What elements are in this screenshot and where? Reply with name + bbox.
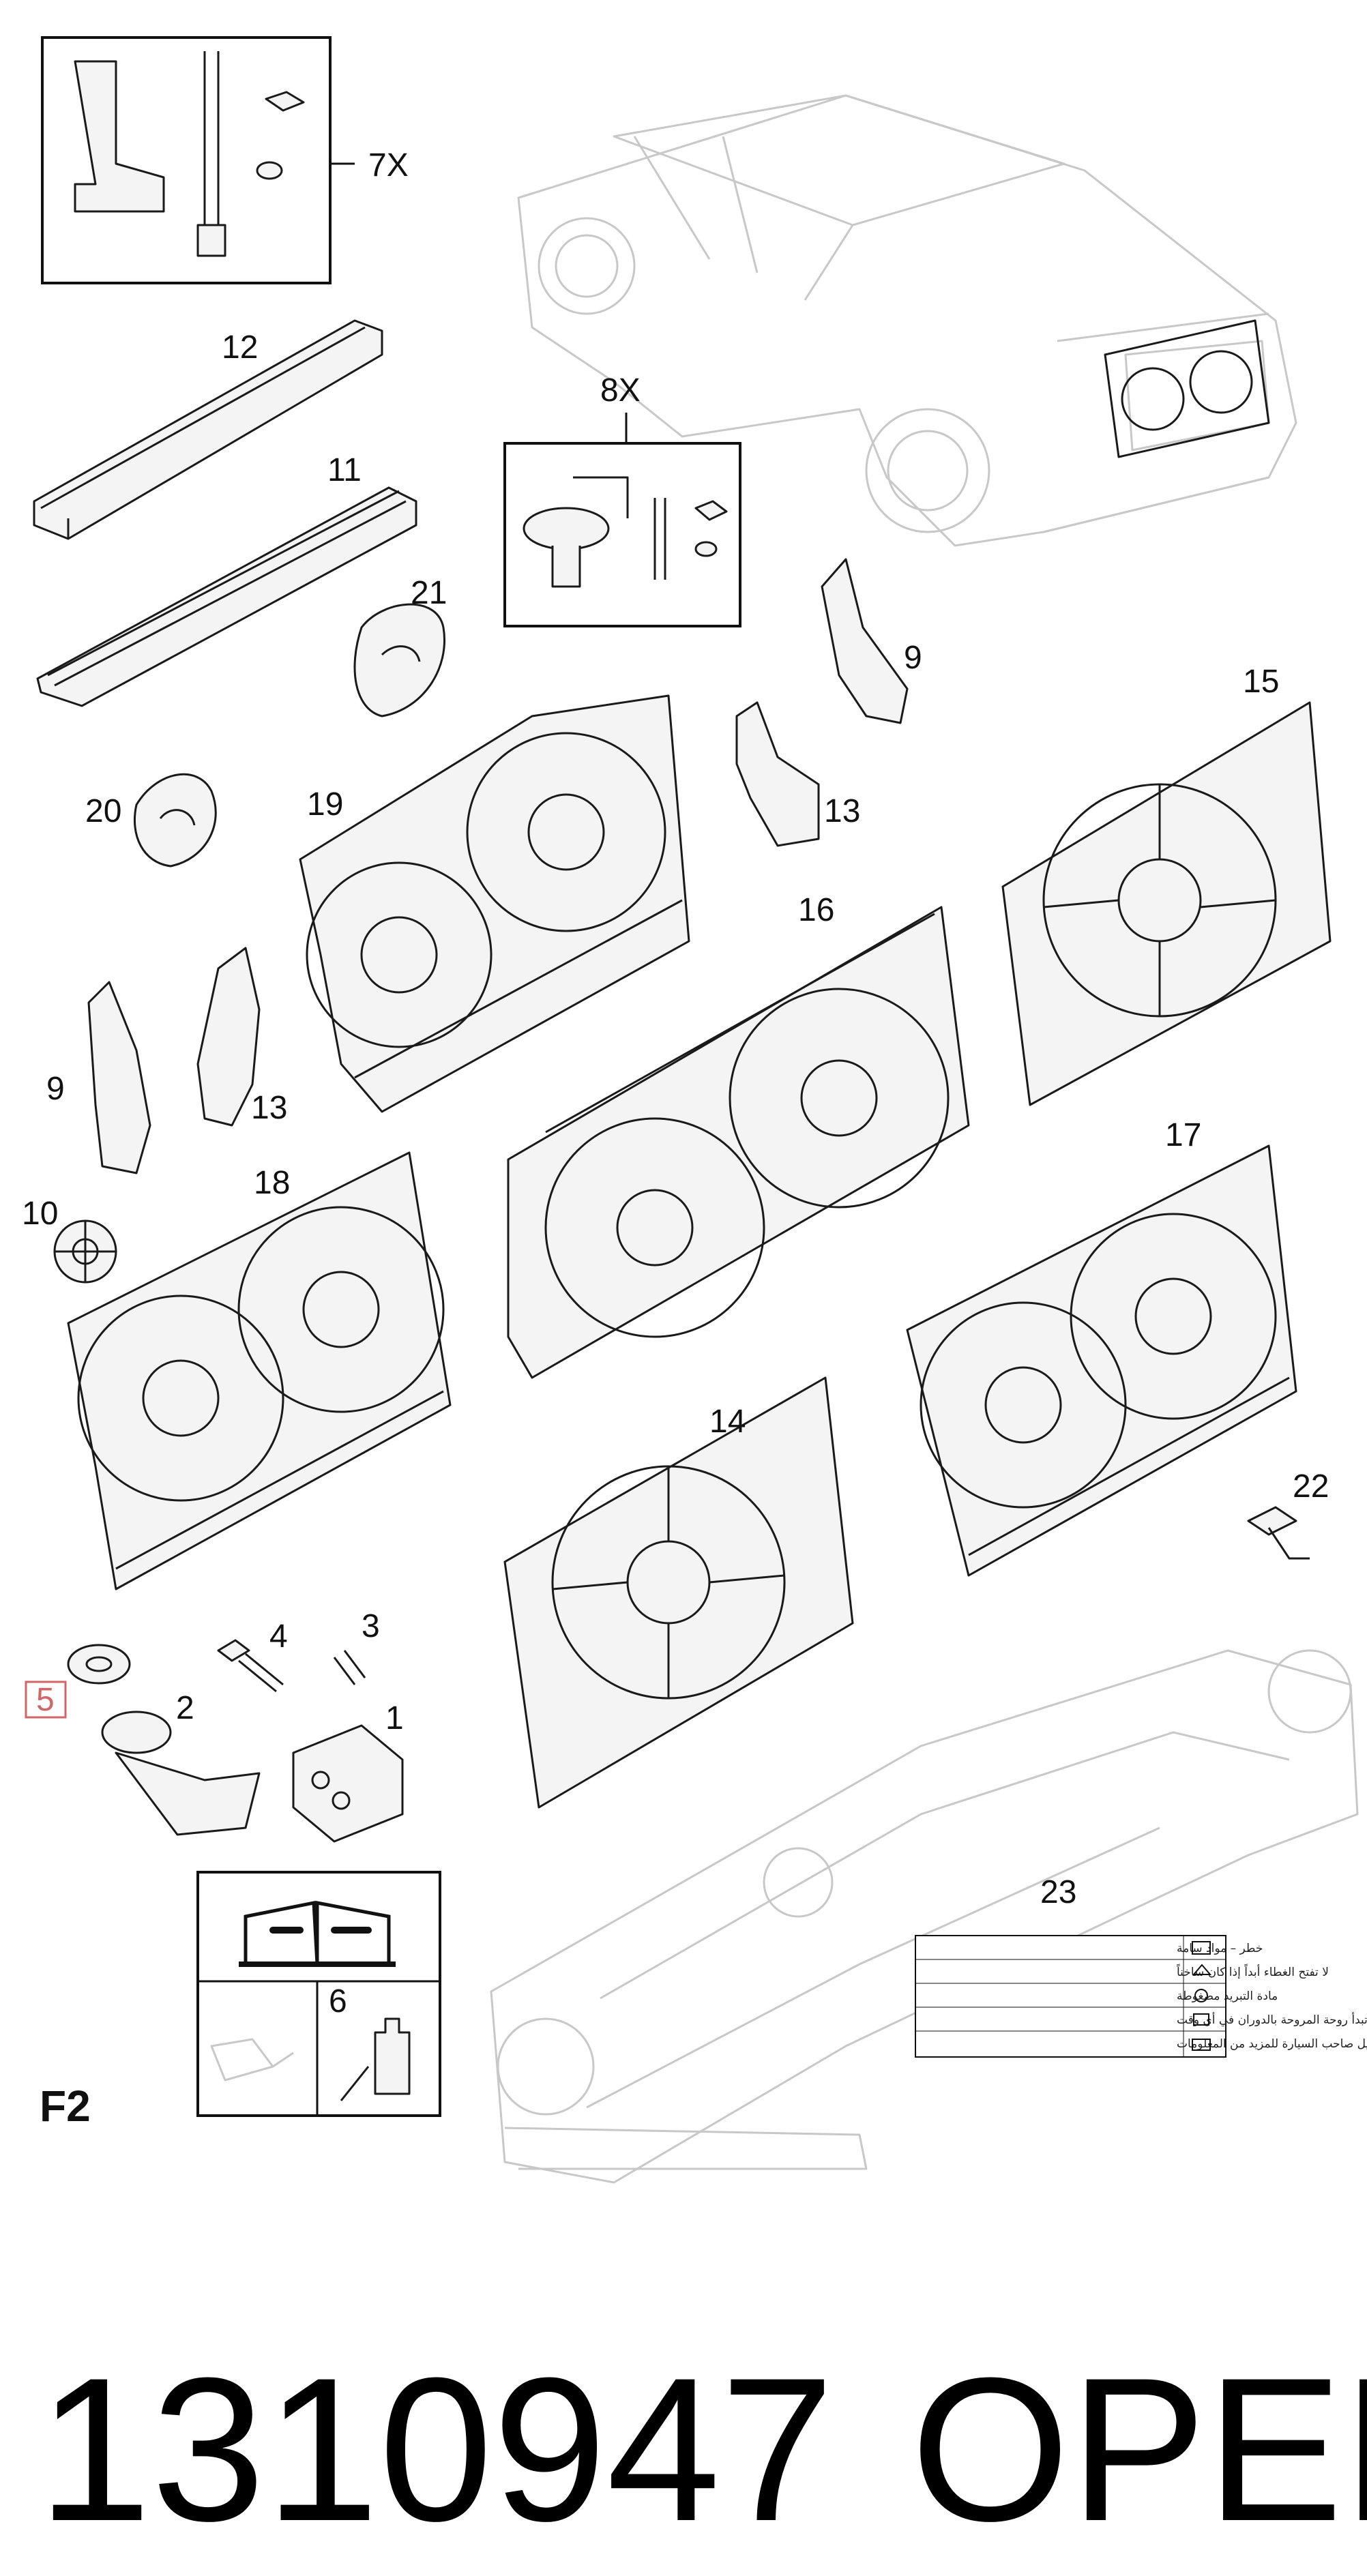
fan-shroud-15 [1001, 701, 1332, 1106]
section-code: F2 [40, 2082, 91, 2131]
air-deflector-13-left [196, 947, 261, 1127]
connector-1 [292, 1724, 404, 1843]
warning-line-4: يمكن أن تبدأ روحة المروحة بالدوران في أي… [1177, 2012, 1367, 2027]
label-22: 22 [1293, 1468, 1329, 1505]
subframe-outline [490, 1649, 1359, 2184]
label-9-left: 9 [46, 1071, 65, 1107]
warning-label-icons [1192, 1941, 1212, 2051]
fan-shroud-14 [503, 1376, 854, 1809]
label-12: 12 [222, 329, 258, 366]
air-guide-strip-upper [33, 319, 383, 540]
air-guide-strip-lower [36, 486, 417, 707]
warning-line-1: خطر – مواد سامة [1177, 1942, 1263, 1955]
warning-line-3: مادة التبريد مضغوطة [1177, 1989, 1278, 2003]
workshop-manual-icon [239, 1900, 396, 1967]
label-20: 20 [85, 793, 121, 829]
oil-can-icon [210, 2038, 294, 2082]
warning-line-2: لا تفتح الغطاء أبداً إذا كان ساخناً [1176, 1963, 1329, 1979]
label-7x: 7X [368, 147, 409, 183]
fan-shroud-17 [906, 1144, 1297, 1577]
label-14: 14 [709, 1404, 746, 1440]
fan-shroud-16 [507, 906, 970, 1379]
label-23: 23 [1040, 1874, 1076, 1910]
fan-shroud-19 [299, 694, 690, 1113]
bolt-4 [217, 1639, 284, 1693]
fastener-kit-8x [503, 442, 741, 627]
label-5: 5 [36, 1682, 55, 1718]
coolant-warning-label: خطر – مواد سامة لا تفتح الغطاء أبداً إذا… [915, 1935, 1367, 2058]
label-16: 16 [798, 892, 834, 928]
motor-bracket-21 [353, 603, 445, 717]
radiator-fan-location-highlight [1104, 319, 1270, 458]
label-8x: 8X [600, 372, 641, 409]
stud-3 [333, 1650, 366, 1685]
label-17: 17 [1165, 1117, 1201, 1153]
screw-22 [1247, 1506, 1310, 1560]
label-13-left: 13 [251, 1090, 287, 1126]
label-21: 21 [411, 575, 447, 611]
fan-shroud-18 [67, 1151, 452, 1590]
fastener-kit-7x [41, 36, 332, 284]
grommet-5 [67, 1644, 131, 1685]
air-deflector-13-right [735, 701, 820, 847]
label-15: 15 [1243, 664, 1279, 700]
part-number: 1310947 [38, 2335, 834, 2564]
brand-name: OPEL [911, 2335, 1367, 2564]
label-5-frame [25, 1681, 67, 1719]
label-2: 2 [176, 1690, 194, 1726]
air-deflector-9-right [821, 558, 909, 724]
air-deflector-9-left [87, 981, 151, 1174]
label-4: 4 [269, 1618, 288, 1655]
warning-line-5: راجع دليل صاحب السيارة للمزيد من المعلوم… [1177, 2037, 1367, 2051]
label-1: 1 [385, 1700, 404, 1736]
label-19: 19 [307, 786, 343, 823]
bracket-2 [101, 1711, 261, 1836]
label-9-right: 9 [904, 640, 922, 676]
label-6: 6 [329, 1983, 347, 2019]
adhesive-bottle-icon [340, 2017, 411, 2101]
grommet-10 [53, 1219, 117, 1284]
label-13-right: 13 [824, 793, 860, 829]
motor-bracket-20 [133, 773, 217, 868]
label-18: 18 [254, 1165, 290, 1201]
label-10: 10 [22, 1196, 58, 1232]
label-3: 3 [362, 1608, 380, 1644]
label-11: 11 [327, 452, 362, 488]
